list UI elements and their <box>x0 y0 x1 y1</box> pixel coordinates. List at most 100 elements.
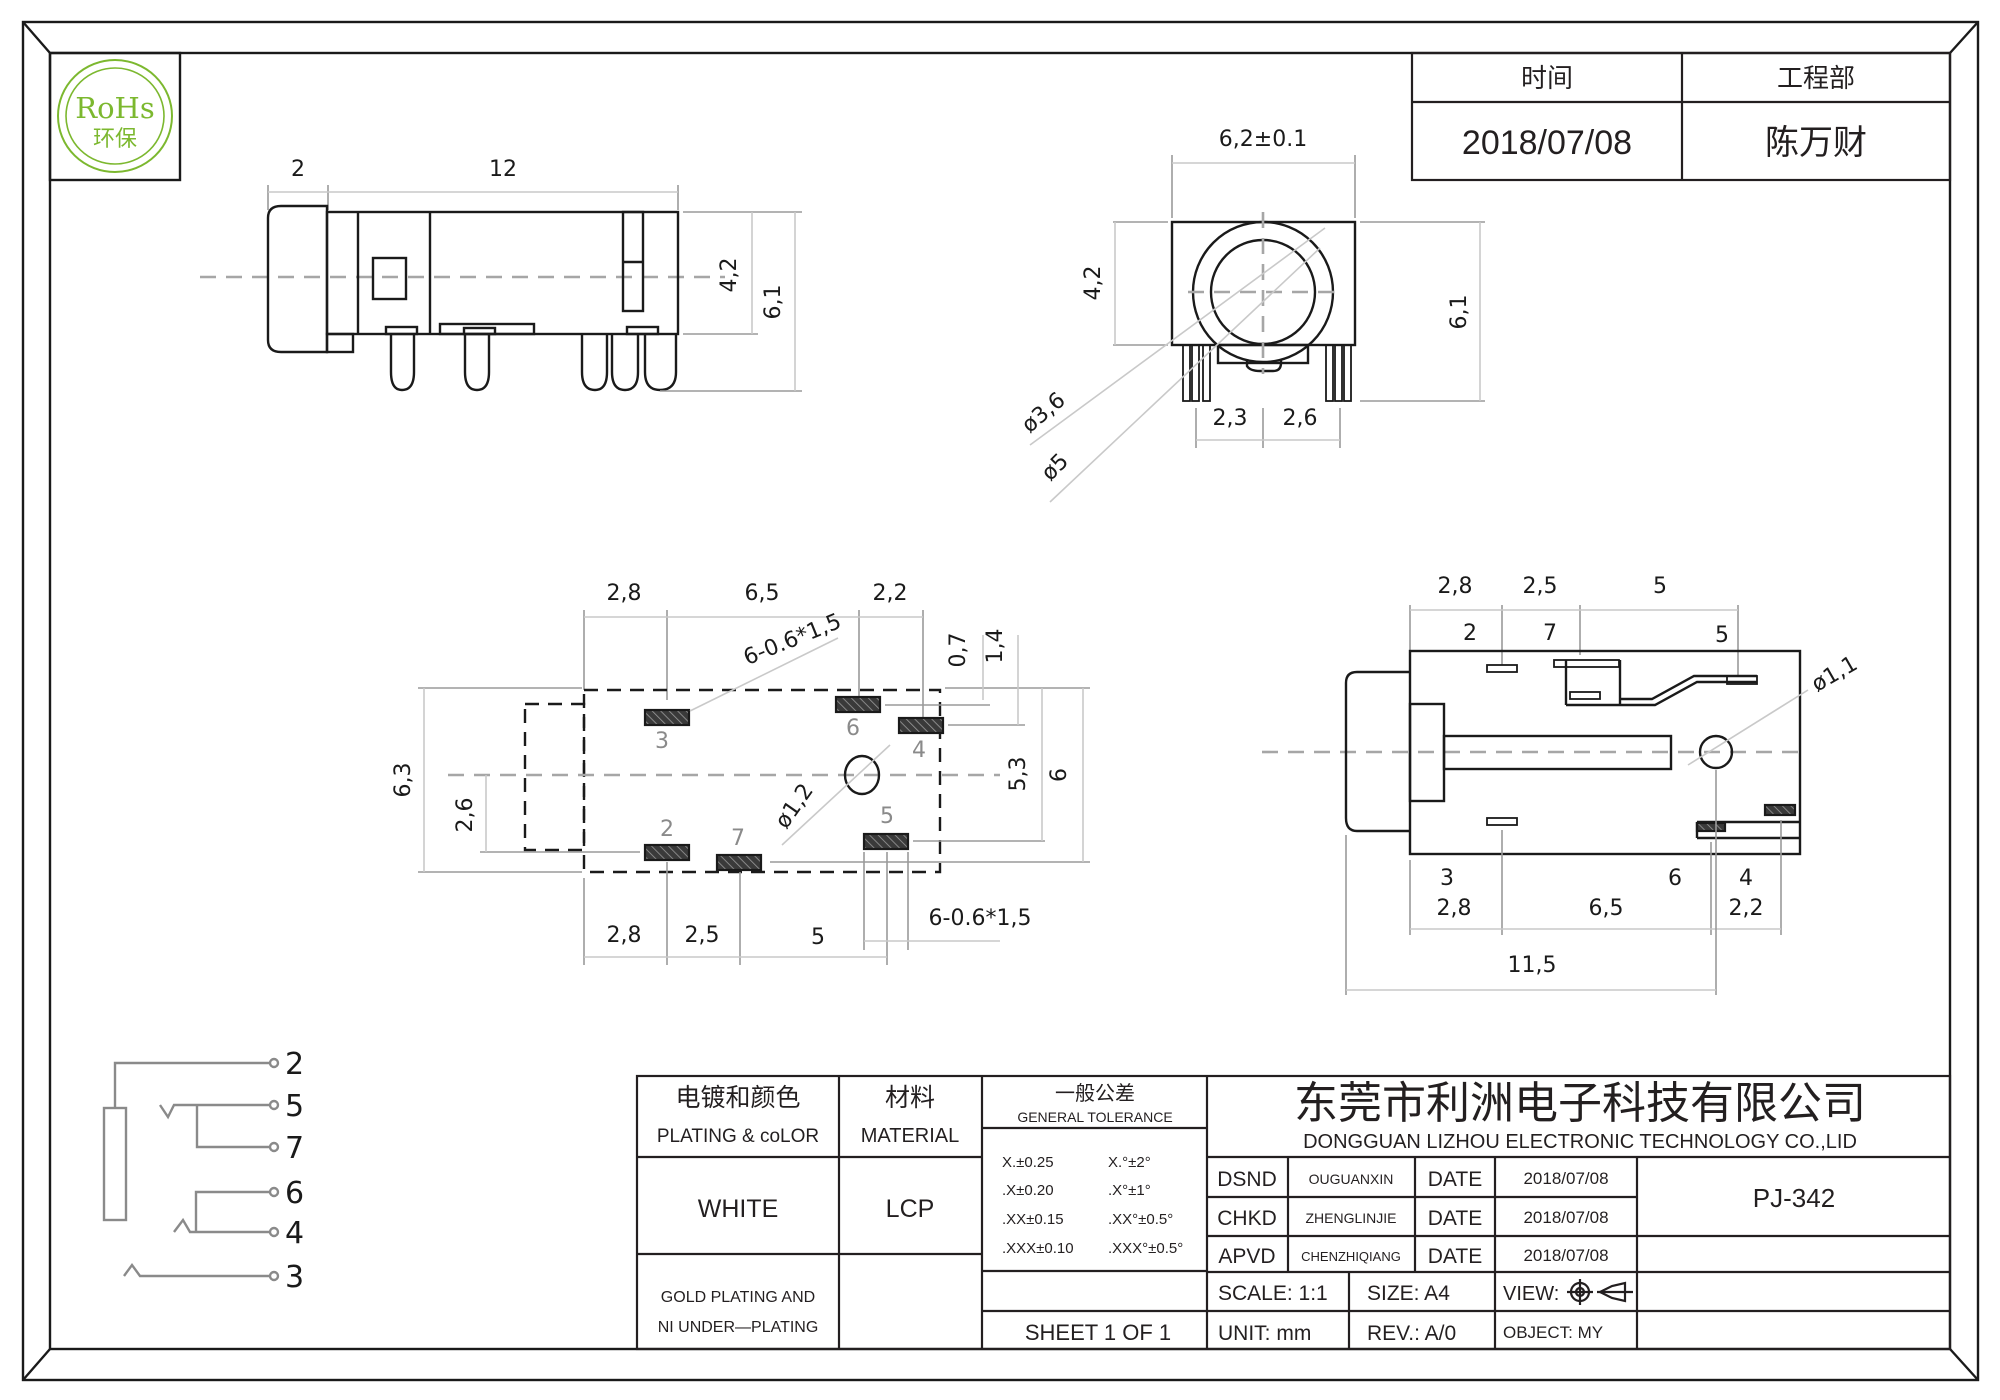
signoff-row: APVD CHENZHIQIANG DATE 2018/07/08 <box>1218 1245 1608 1268</box>
rev-field: REV.: A/0 <box>1367 1322 1456 1345</box>
tolerance-angular-2: .XX°±0.5° <box>1108 1211 1173 1228</box>
color-value: WHITE <box>698 1195 779 1223</box>
section-top-dim-2: 2,5 <box>1523 574 1558 599</box>
footprint-top-dim-1: 2,8 <box>607 581 642 606</box>
pad-6 <box>834 695 882 714</box>
side-dim-axis-height: 4,2 <box>717 258 742 293</box>
tolerance-angular-0: X.°±2° <box>1108 1154 1151 1171</box>
schematic-pin-2: 2 <box>285 1047 304 1082</box>
signoff-date: 2018/07/08 <box>1523 1169 1608 1188</box>
rohs-logo: RoHs 环保 <box>48 51 182 182</box>
pad-label-3: 3 <box>655 729 669 754</box>
pad-2 <box>643 843 691 862</box>
front-dim-pin-right: 2,6 <box>1283 406 1318 431</box>
signoff-name: OUGUANXIN <box>1309 1171 1394 1187</box>
tolerance-linear-1: .X±0.20 <box>1002 1182 1054 1199</box>
schematic-pin-7: 7 <box>285 1131 304 1166</box>
pad-label-7: 7 <box>731 826 745 851</box>
footprint-bottom-dim-1: 2,8 <box>607 923 642 948</box>
size-field: SIZE: A4 <box>1367 1282 1450 1305</box>
front-dim-width: 6,2±0.1 <box>1219 127 1307 152</box>
tolerance-linear-2: .XX±0.15 <box>1002 1211 1064 1228</box>
section-hole-dia: ø1,1 <box>1808 651 1862 697</box>
section-bottom-dim-2: 6,5 <box>1589 896 1624 921</box>
section-top-dim-1: 2,8 <box>1438 574 1473 599</box>
section-bottom-dim-1: 2,8 <box>1437 896 1472 921</box>
footprint-top-dim-3: 2,2 <box>873 581 908 606</box>
signoff-row: DSND OUGUANXIN DATE 2018/07/08 <box>1217 1168 1608 1191</box>
section-top-pin-2: 7 <box>1543 621 1557 646</box>
footprint-pad-note-bottom: 6-0.6*1,5 <box>929 906 1032 931</box>
pad-4 <box>897 716 945 735</box>
rohs-logo-subtext: 环保 <box>93 127 137 152</box>
footprint-right-dim-2: 1,4 <box>983 629 1008 664</box>
pad-label-4: 4 <box>912 738 926 763</box>
pad-label-2: 2 <box>660 817 674 842</box>
material-label-cn: 材料 <box>885 1084 935 1112</box>
footprint-bottom-dim-3: 5 <box>811 925 825 950</box>
approval-header-time: 时间 <box>1521 63 1573 93</box>
front-view: 6,2±0.1 4,2 6,1 2,3 2,6 <box>1017 127 1485 503</box>
drawing-frame <box>21 20 1980 1382</box>
footprint-left-dim-axis: 2,6 <box>453 798 478 833</box>
part-number: PJ-342 <box>1753 1183 1835 1213</box>
schematic-pin-4: 4 <box>285 1216 304 1251</box>
plating-note-1: GOLD PLATING AND <box>661 1289 815 1306</box>
signoff-date-label: DATE <box>1428 1207 1482 1230</box>
front-dim-axis-height: 4,2 <box>1081 266 1106 301</box>
title-block: 电镀和颜色 PLATING & coLOR 材料 MATERIAL 一般公差 G… <box>635 1074 1952 1351</box>
sheet-number: SHEET 1 OF 1 <box>1025 1320 1171 1345</box>
pad-7 <box>715 853 763 872</box>
signoff-date-label: DATE <box>1428 1168 1482 1191</box>
footprint-right-dim-3: 5,3 <box>1006 757 1031 792</box>
side-dim-cap: 2 <box>291 157 305 182</box>
section-overall-dim: 11,5 <box>1508 953 1557 978</box>
side-view: 2 12 4,2 6,1 <box>200 157 802 392</box>
signoff-name: CHENZHIQIANG <box>1301 1249 1401 1264</box>
pcb-footprint: 2,8 6,5 2,2 6,3 2,6 3 6 4 2 7 5 ø1,2 <box>391 581 1090 965</box>
tolerance-angular-1: .X°±1° <box>1108 1182 1151 1199</box>
footprint-bottom-dim-2: 2,5 <box>685 923 720 948</box>
material-label-en: MATERIAL <box>861 1125 960 1147</box>
pad-3 <box>643 708 691 727</box>
pin-schematic: 2 5 7 6 4 3 <box>102 1047 304 1295</box>
pad-label-5: 5 <box>880 804 894 829</box>
signoff-date: 2018/07/08 <box>1523 1208 1608 1227</box>
footprint-top-dim-2: 6,5 <box>745 581 780 606</box>
tolerance-label-cn: 一般公差 <box>1055 1082 1135 1105</box>
company-name-en: DONGGUAN LIZHOU ELECTRONIC TECHNOLOGY CO… <box>1303 1131 1857 1153</box>
section-bottom-pin-1: 3 <box>1440 866 1454 891</box>
company-name-cn: 东莞市利洲电子科技有限公司 <box>1294 1079 1866 1128</box>
scale-field: SCALE: 1:1 <box>1218 1282 1328 1305</box>
side-dim-body: 12 <box>489 157 517 182</box>
approval-date: 2018/07/08 <box>1462 124 1632 162</box>
section-top-pin-3: 5 <box>1715 623 1729 648</box>
view-field: VIEW: <box>1503 1283 1559 1305</box>
footprint-hole-dia: ø1,2 <box>771 779 819 833</box>
front-dim-pin-left: 2,3 <box>1213 406 1248 431</box>
footprint-right-dim-1: 0,7 <box>946 633 971 668</box>
rohs-logo-text: RoHs <box>75 91 154 125</box>
unit-field: UNIT: mm <box>1218 1322 1311 1345</box>
section-bottom-pin-2: 6 <box>1668 866 1682 891</box>
signoff-role: APVD <box>1218 1245 1275 1268</box>
schematic-pin-5: 5 <box>285 1089 304 1124</box>
tolerance-label-en: GENERAL TOLERANCE <box>1017 1109 1172 1125</box>
footprint-right-dim-4: 6 <box>1047 768 1072 782</box>
signoff-role: CHKD <box>1217 1207 1277 1230</box>
section-bottom-pin-3: 4 <box>1739 866 1753 891</box>
approval-signer: 陈万财 <box>1765 124 1867 162</box>
side-dim-total-height: 6,1 <box>761 285 786 320</box>
signoff-name: ZHENGLINJIE <box>1305 1210 1396 1226</box>
schematic-pin-6: 6 <box>285 1176 304 1211</box>
footprint-left-dim-total: 6,3 <box>391 763 416 798</box>
signoff-date: 2018/07/08 <box>1523 1246 1608 1265</box>
projection-symbol-icon <box>1567 1279 1633 1305</box>
object-field: OBJECT: MY <box>1503 1323 1603 1342</box>
tolerance-angular-3: .XXX°±0.5° <box>1108 1240 1183 1257</box>
plating-label-cn: 电镀和颜色 <box>675 1084 800 1112</box>
front-dim-outer-dia: ø5 <box>1037 449 1074 486</box>
signoff-row: CHKD ZHENGLINJIE DATE 2018/07/08 <box>1217 1207 1608 1230</box>
front-dim-total-height: 6,1 <box>1447 295 1472 330</box>
